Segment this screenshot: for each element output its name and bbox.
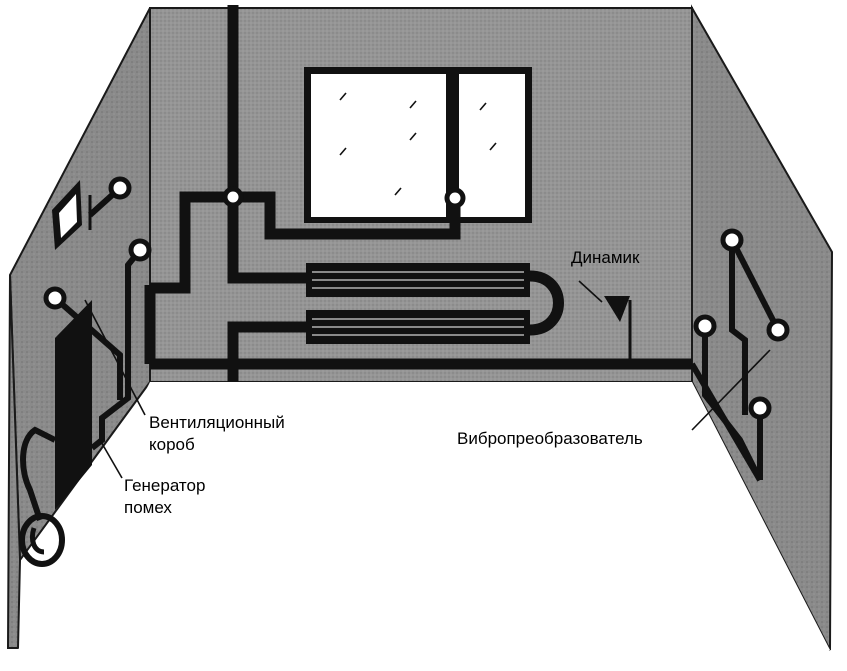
vibration-transducer-icon [43, 286, 67, 310]
vibration-transducer-icon [720, 228, 744, 252]
vibration-pipes [144, 5, 692, 382]
vibration-transducer-icon [748, 396, 772, 420]
vibro-transducer-label: Вибропреобразователь [457, 429, 643, 448]
vibration-transducer-icon [128, 238, 152, 262]
noise-generator-icon [55, 300, 92, 510]
speaker-icon [578, 280, 632, 364]
noise-generator-label-line1: Генератор [124, 476, 206, 495]
floor-coil-icon [19, 513, 65, 567]
left-wall-lower [6, 274, 22, 649]
speaker-label: Динамик [571, 248, 640, 267]
vibration-transducer-icon [766, 318, 790, 342]
vibration-transducer-icon [222, 186, 244, 208]
radiator-icon [306, 263, 564, 344]
window-icon [304, 67, 532, 223]
vibration-transducer-icon [693, 314, 717, 338]
vent-duct-label-line1: Вентиляционный [149, 413, 285, 432]
right-wall-wiring [689, 238, 781, 482]
noise-generator-label-line2: помех [124, 498, 172, 517]
vibration-transducer-icon [444, 187, 466, 209]
vibration-transducer-icon [108, 176, 132, 200]
vent-duct-label-line2: короб [149, 435, 195, 454]
floor [18, 382, 830, 650]
